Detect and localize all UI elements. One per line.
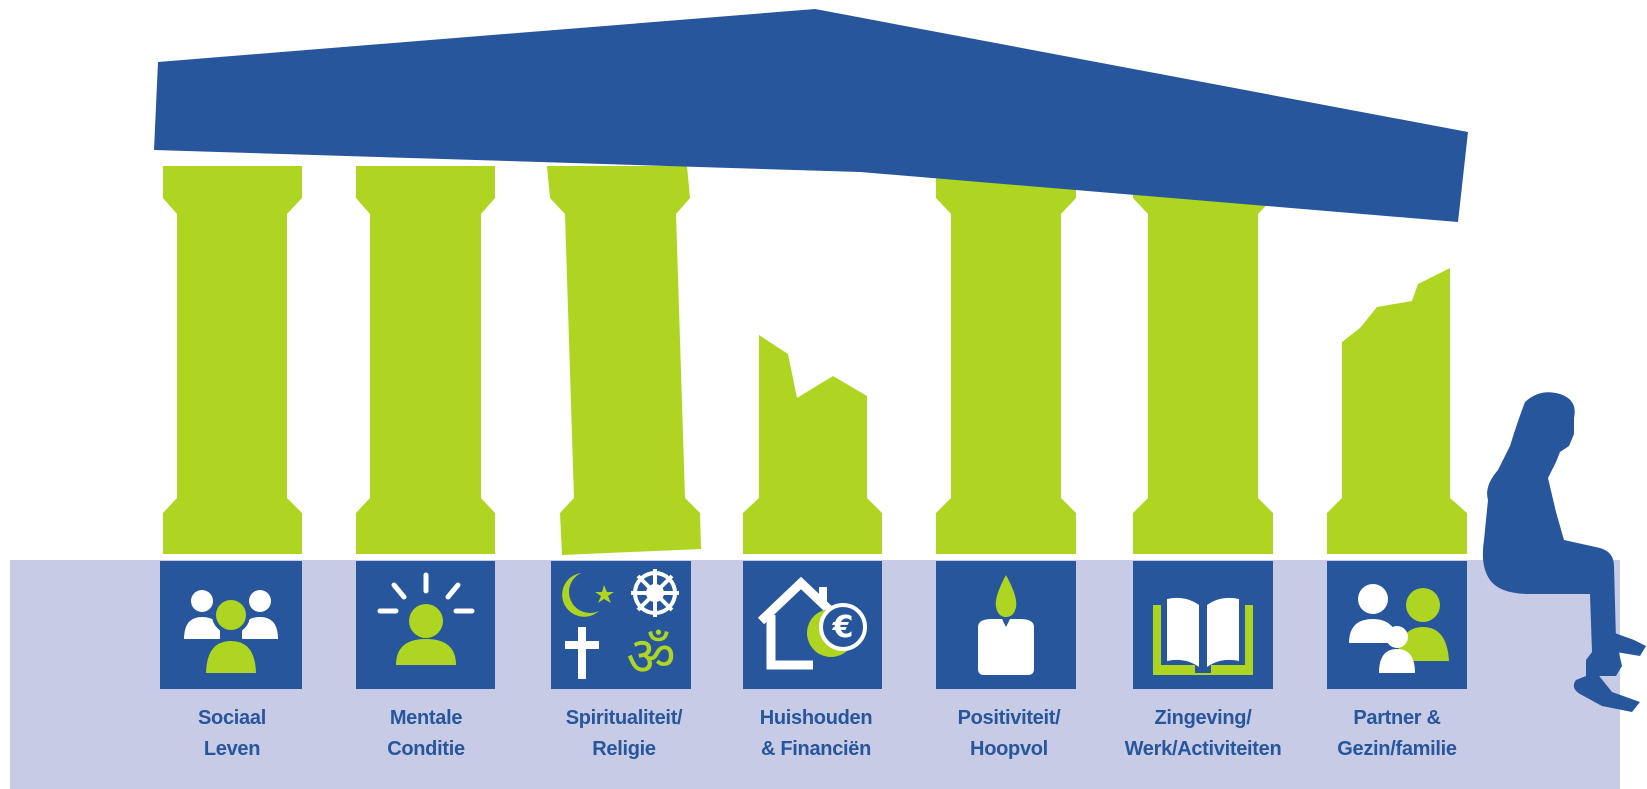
group-of-people-icon [160, 561, 302, 689]
label-huishouden-line1: Huishouden [759, 707, 873, 729]
person-with-idea-icon [356, 561, 495, 689]
label-zingeving-line2: Werk/Activiteiten [1124, 738, 1282, 760]
label-positiviteit: Positiviteit/ Hoopvol [914, 703, 1104, 765]
label-huishouden-line2: & Financiën [760, 738, 872, 760]
house-with-euro-icon: € [743, 561, 882, 689]
label-huishouden: Huishouden & Financiën [721, 703, 911, 765]
label-partner: Partner & Gezin/familie [1302, 703, 1492, 765]
label-spiritualiteit: Spiritualiteit/ Religie [529, 703, 719, 765]
label-zingeving-line1: Zingeving/ [1154, 707, 1252, 729]
label-partner-line2: Gezin/familie [1337, 738, 1457, 760]
label-positiviteit-line2: Hoopvol [970, 738, 1048, 760]
label-mentale-line2: Conditie [387, 738, 465, 760]
candle-icon [936, 561, 1076, 689]
icon-tiles: ॐ € [160, 561, 1467, 689]
pillar-spiritualiteit [547, 166, 701, 555]
pillar-mentale [356, 166, 495, 554]
pillar-zingeving [1133, 166, 1273, 554]
label-sociaal-line2: Leven [203, 738, 261, 760]
label-zingeving: Zingeving/ Werk/Activiteiten [1108, 703, 1298, 765]
svg-text:€: € [832, 610, 854, 645]
pillar-partner [1327, 268, 1467, 554]
temple-roof [154, 9, 1468, 222]
label-partner-line1: Partner & [1353, 707, 1441, 729]
pillar-positiviteit [936, 166, 1076, 554]
pillar-huishouden [743, 335, 882, 554]
family-icon [1327, 561, 1467, 689]
religious-symbols-icon: ॐ [551, 561, 691, 689]
pillars-group [163, 166, 1467, 555]
sitting-person-icon [1482, 392, 1646, 712]
pillar-sociaal [163, 166, 302, 554]
label-mentale: Mentale Conditie [331, 703, 521, 765]
label-sociaal-line1: Sociaal [198, 707, 266, 729]
svg-text:ॐ: ॐ [626, 625, 675, 688]
label-mentale-line1: Mentale [389, 707, 463, 729]
label-positiviteit-line1: Positiviteit/ [957, 707, 1061, 729]
label-spiritualiteit-line2: Religie [592, 738, 656, 760]
label-spiritualiteit-line1: Spiritualiteit/ [565, 707, 683, 729]
label-sociaal: Sociaal Leven [137, 703, 327, 765]
open-book-icon [1133, 561, 1273, 689]
